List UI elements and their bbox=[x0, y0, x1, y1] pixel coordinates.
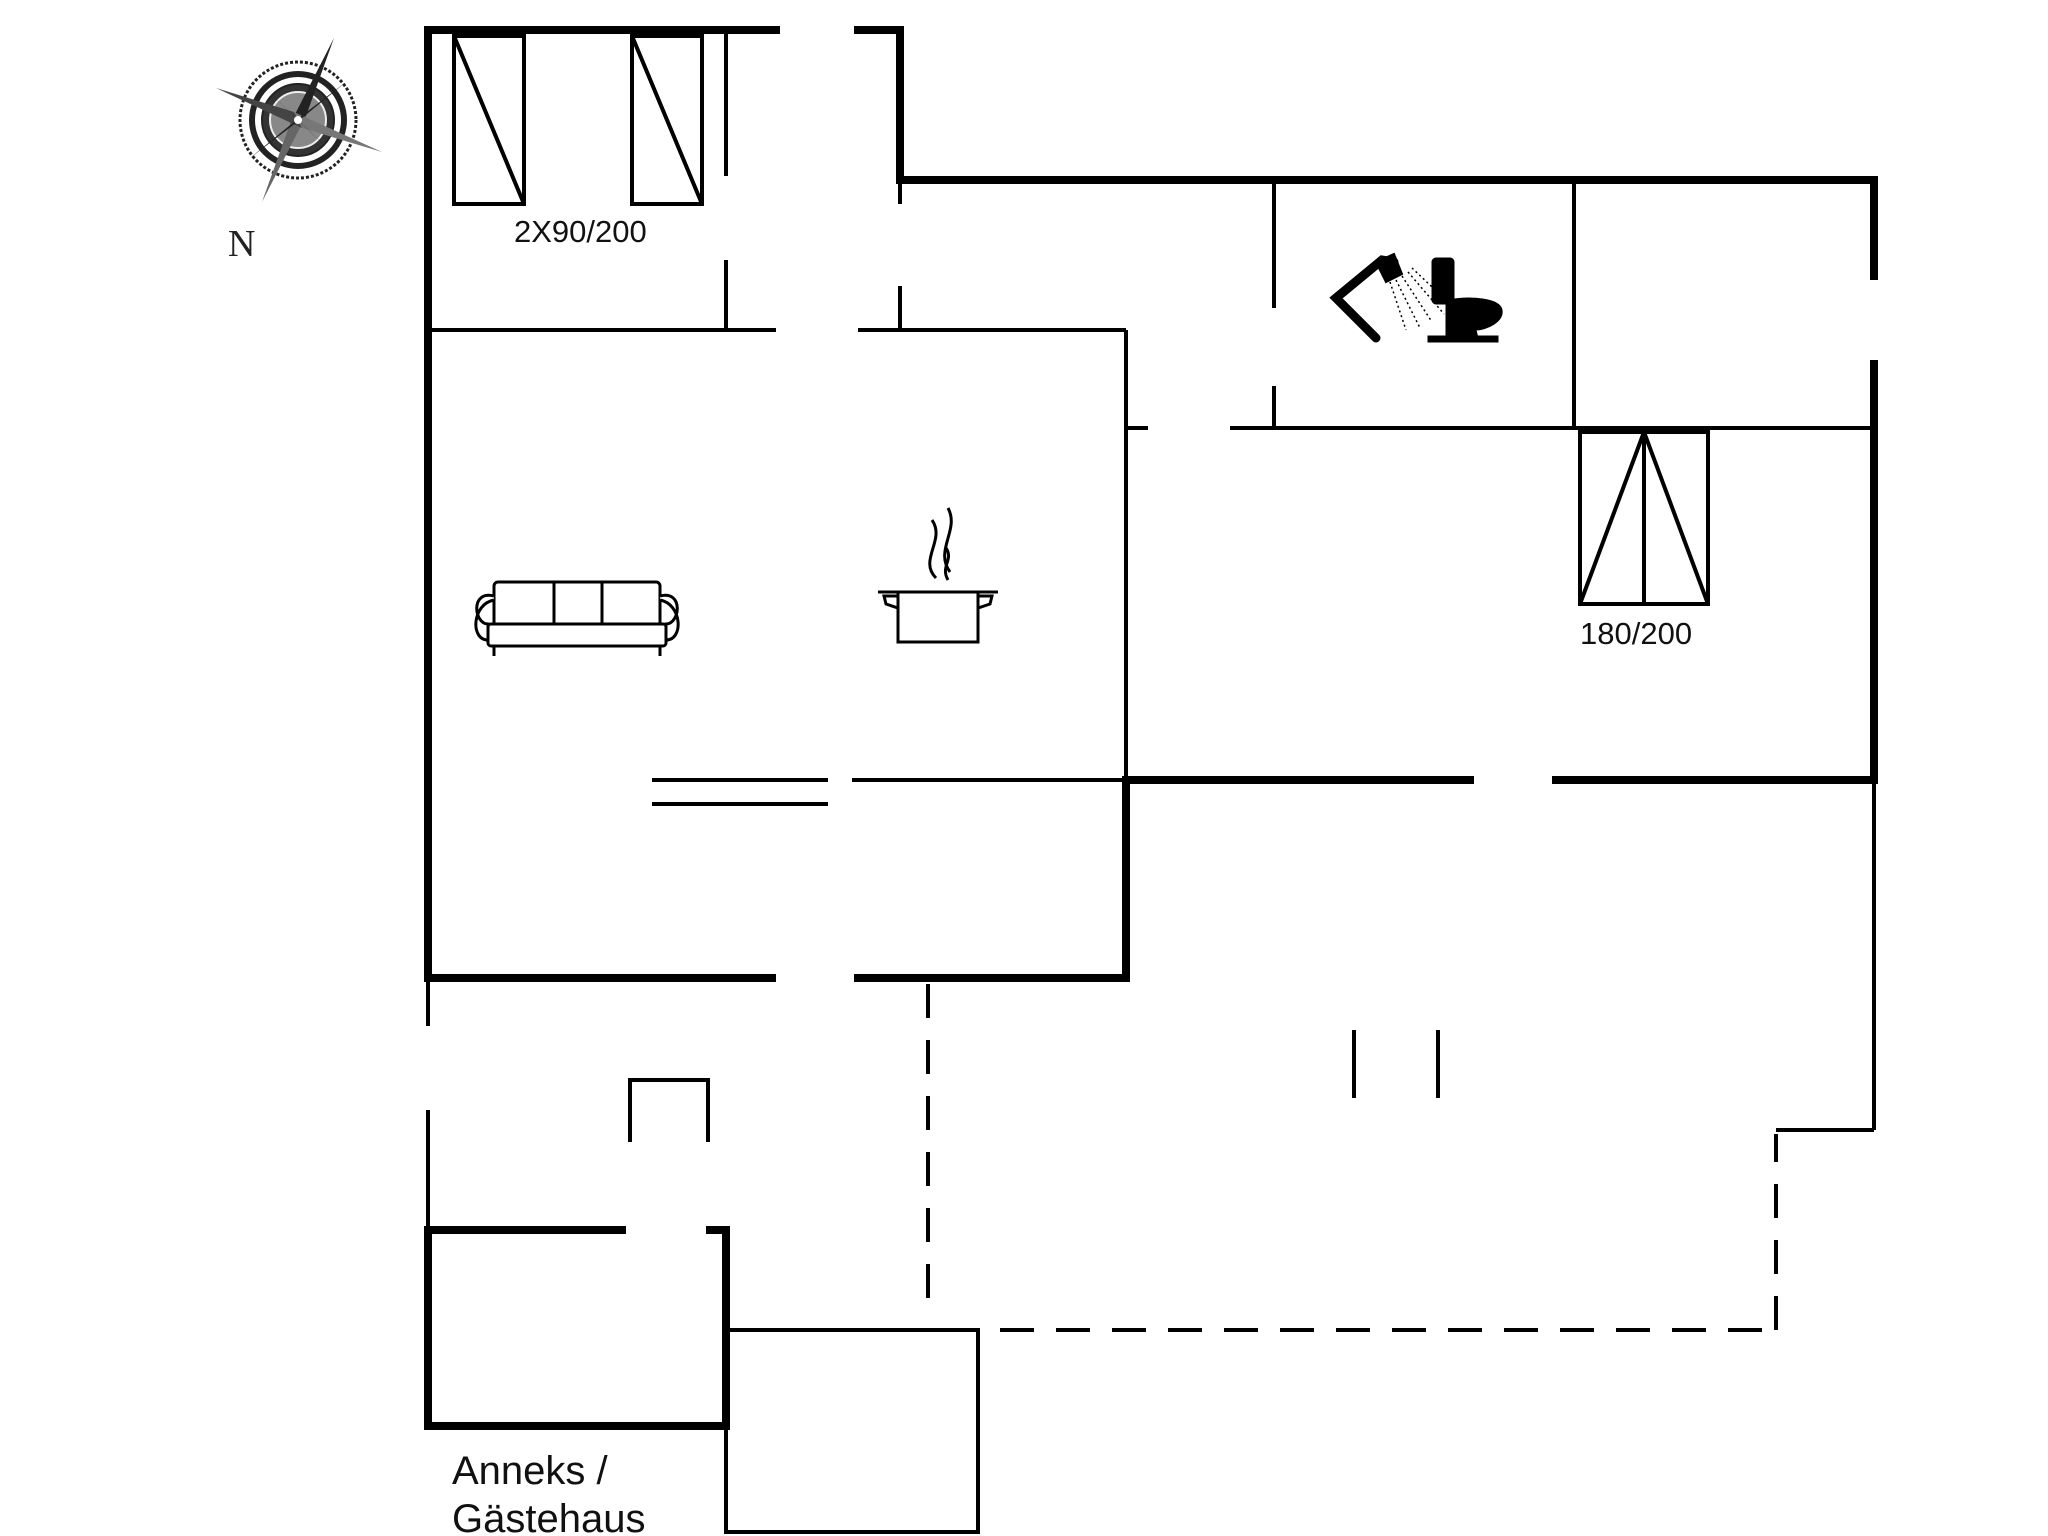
shower-icon bbox=[1329, 252, 1451, 343]
twin-beds bbox=[452, 34, 704, 206]
north-label: N bbox=[228, 223, 255, 265]
exterior-walls bbox=[424, 26, 1878, 1430]
twin-beds-label: 2X90/200 bbox=[514, 214, 647, 249]
cooking-pot-icon bbox=[878, 507, 998, 644]
compass-rose-icon bbox=[216, 38, 382, 202]
interior-walls bbox=[426, 34, 1876, 1534]
annex-label-line2: Gästehaus bbox=[452, 1497, 645, 1536]
sofa-icon bbox=[474, 580, 680, 656]
annex-label-line1: Anneks / bbox=[452, 1449, 609, 1493]
toilet-icon bbox=[1427, 257, 1503, 343]
terrace-outline bbox=[926, 984, 1778, 1332]
double-bed bbox=[1578, 430, 1710, 606]
double-bed-label: 180/200 bbox=[1580, 616, 1692, 651]
